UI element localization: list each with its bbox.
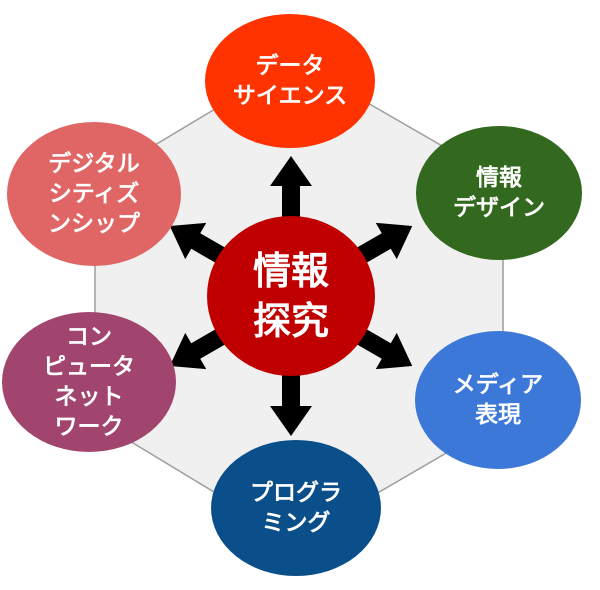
ellipse-data-science xyxy=(205,14,375,148)
label-programming-line: ミング xyxy=(261,510,331,536)
arrow-citizenship xyxy=(169,222,231,267)
ellipse-citizenship xyxy=(7,122,181,266)
label-data-science-line: サイエンス xyxy=(232,83,348,109)
ellipses-group xyxy=(2,14,582,576)
label-network-line: ネット xyxy=(54,384,124,410)
label-programming: プログラミング xyxy=(211,440,381,576)
label-media-line: 表現 xyxy=(475,402,521,428)
arrow-data-science xyxy=(270,156,312,221)
arrow-programming xyxy=(270,371,312,436)
label-citizenship-line: ンシップ xyxy=(48,211,140,237)
label-citizenship: デジタルシティズンシップ xyxy=(7,122,181,266)
center-label: 情報探究 xyxy=(207,216,375,376)
arrow-info-design xyxy=(351,222,413,267)
label-programming-line: プログラ xyxy=(250,480,342,506)
label-network-line: ワーク xyxy=(54,414,124,440)
arrow-network xyxy=(169,325,231,370)
label-data-science: データサイエンス xyxy=(205,14,375,148)
arrow-media xyxy=(351,325,413,370)
label-data-science-line: データ xyxy=(255,53,325,79)
ellipse-programming xyxy=(211,440,381,576)
center-label-line: 情報 xyxy=(252,249,329,293)
label-info-design-line: デザイン xyxy=(453,195,545,221)
ellipse-info-design xyxy=(416,126,582,260)
center-ellipse xyxy=(207,216,375,376)
label-info-design: 情報デザイン xyxy=(416,126,582,260)
arrows-group xyxy=(169,156,413,436)
label-network: コンピュータネットワーク xyxy=(2,312,176,452)
label-network-line: コン xyxy=(66,324,112,350)
label-citizenship-line: シティズ xyxy=(48,181,140,207)
label-info-design-line: 情報 xyxy=(476,165,522,191)
label-citizenship-line: デジタル xyxy=(48,151,140,177)
center-label-line: 探究 xyxy=(252,299,329,343)
label-media: メディア表現 xyxy=(415,331,581,469)
label-network-line: ピュータ xyxy=(43,354,135,380)
ellipse-media xyxy=(415,331,581,469)
label-media-line: メディア xyxy=(452,372,544,398)
ellipse-network xyxy=(2,312,176,452)
